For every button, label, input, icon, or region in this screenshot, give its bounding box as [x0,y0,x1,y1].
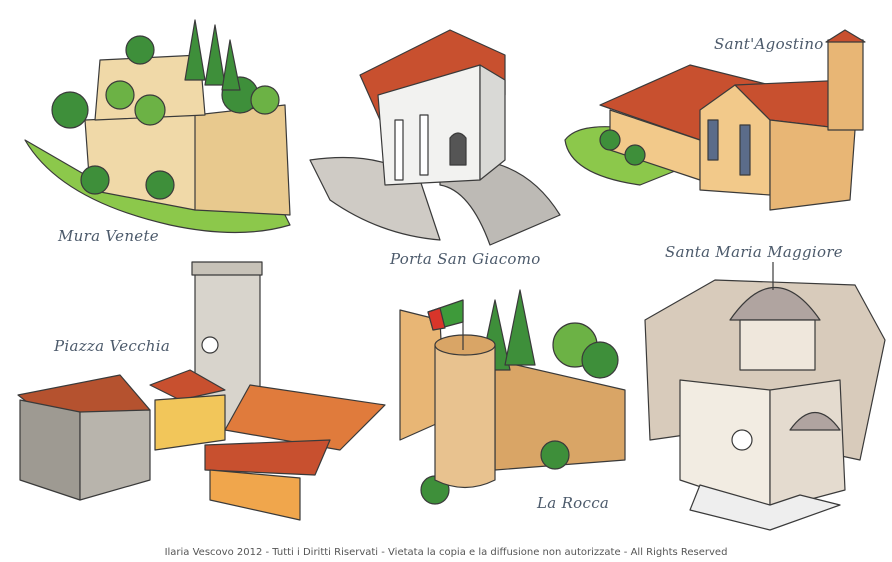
piazza-vecchia-illustration [17,261,386,521]
label-piazza-vecchia: Piazza Vecchia [54,337,171,355]
label-sant-agostino: Sant'Agostino [714,35,824,53]
santa-maria-maggiore-illustration [644,262,886,531]
porta-san-giacomo-illustration [309,29,561,246]
label-santa-maria-maggiore: Santa Maria Maggiore [665,243,843,261]
mura-venete-illustration [24,19,291,234]
label-porta-san-giacomo: Porta San Giacomo [390,250,541,268]
copyright-footer: Ilaria Vescovo 2012 - Tutti i Diritti Ri… [164,547,728,558]
sant-agostino-illustration [564,29,866,211]
la-rocca-illustration [399,289,626,505]
label-mura-venete: Mura Venete [58,227,159,245]
label-la-rocca: La Rocca [537,494,610,512]
